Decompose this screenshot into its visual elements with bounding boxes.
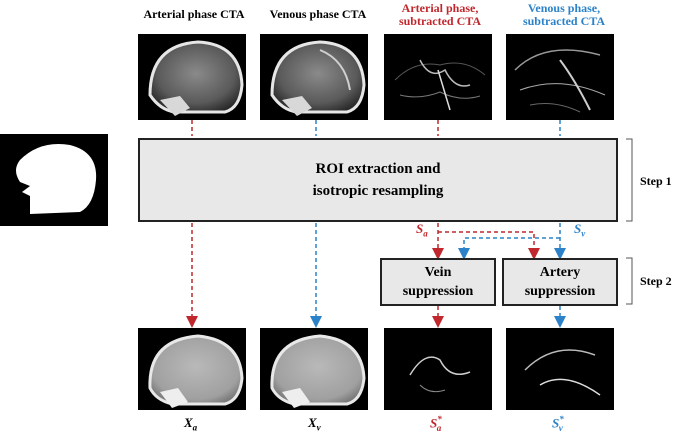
sv-out-letter: S: [552, 415, 560, 431]
sa-label: Sa: [416, 221, 428, 239]
step2-label: Step 2: [640, 274, 672, 288]
sa-subscript: a: [423, 228, 428, 239]
arrow-sv-to-vein-suppression: [458, 237, 560, 260]
ct-head-slice-icon: [260, 328, 368, 410]
header-arterial-cta: Arterial phase CTA: [143, 7, 245, 21]
roi-extraction-box: ROI extraction and isotropic resampling: [138, 138, 618, 222]
sv-letter: S: [574, 221, 582, 236]
header-arterial-subtracted-line1: Arterial phase,: [401, 1, 479, 15]
head-mask-icon: [0, 134, 108, 226]
xa-subscript: a: [192, 422, 198, 433]
header-venous-cta: Venous phase CTA: [269, 7, 367, 21]
sv-out-superscript: *: [559, 414, 564, 424]
header-venous-subtracted-line1: Venous phase,: [527, 1, 601, 15]
roi-box-line2: isotropic resampling: [312, 183, 444, 199]
step1-label: Step 1: [640, 174, 672, 188]
artery-box-line2: suppression: [524, 284, 596, 299]
subtracted-vessel-icon: [384, 34, 492, 120]
sv-out-subscript: v: [558, 422, 563, 433]
subtracted-vessel-icon: [506, 328, 614, 410]
subtracted-vessel-icon: [506, 34, 614, 120]
sa-letter: S: [416, 221, 424, 236]
sa-out-superscript: *: [437, 414, 442, 424]
subtracted-vessel-icon: [384, 328, 492, 410]
xv-letter: X: [308, 415, 317, 430]
sv-subscript: v: [581, 228, 586, 239]
header-venous-subtracted-line2: subtracted CTA: [522, 14, 606, 28]
ct-head-slice-icon: [260, 34, 368, 120]
step1-bracket: [626, 138, 633, 222]
header-venous-subtracted: Venous phase, subtracted CTA: [502, 2, 626, 28]
sv-label: Sv: [574, 221, 585, 239]
step2-bracket: [626, 257, 633, 305]
artery-box-line1: Artery: [539, 265, 581, 280]
arrow-sa-to-artery-suppression: [438, 231, 540, 260]
sa-out-letter: S: [430, 415, 438, 431]
sv-out-label: S*v: [552, 414, 564, 433]
vein-box-line2: suppression: [402, 284, 474, 299]
xa-letter: X: [184, 415, 193, 430]
xa-label: Xa: [184, 415, 197, 433]
ct-head-slice-icon: [138, 328, 246, 410]
ct-head-slice-icon: [138, 34, 246, 120]
artery-suppression-box: Artery suppression: [502, 258, 618, 306]
sa-out-label: S*a: [430, 414, 442, 433]
header-arterial-subtracted: Arterial phase, subtracted CTA: [378, 2, 502, 28]
header-arterial-subtracted-line2: subtracted CTA: [398, 14, 482, 28]
xv-label: Xv: [308, 415, 321, 433]
vein-suppression-box: Vein suppression: [380, 258, 496, 306]
xv-subscript: v: [316, 422, 321, 433]
sa-out-subscript: a: [436, 422, 442, 433]
roi-box-line1: ROI extraction and: [315, 161, 441, 177]
vein-box-line1: Vein: [424, 265, 452, 280]
